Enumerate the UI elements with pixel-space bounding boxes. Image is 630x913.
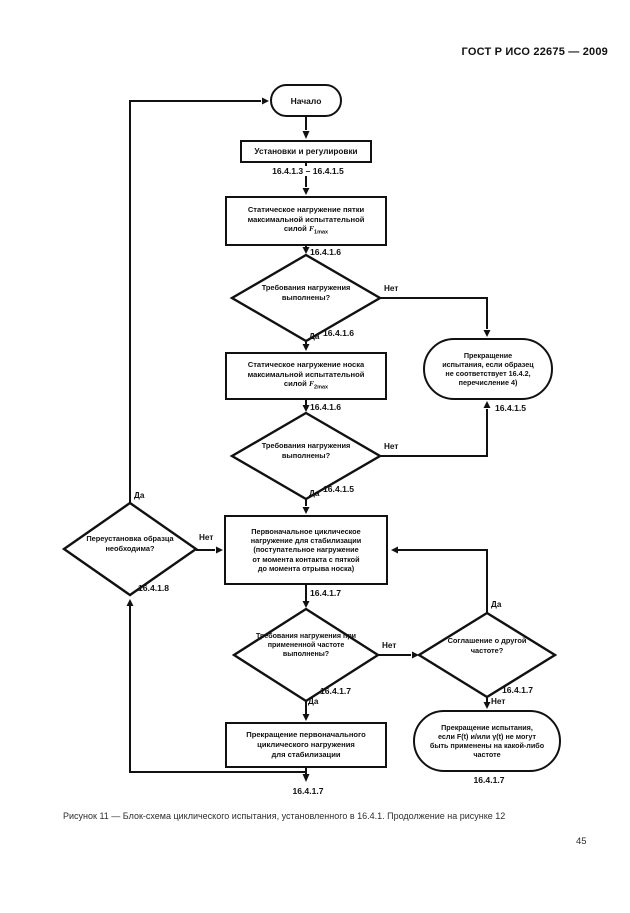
heel-static-box: Статическое нагружение пятки максимально… xyxy=(225,196,387,246)
page-number: 45 xyxy=(576,836,587,847)
force-subscript: 2max xyxy=(314,384,329,391)
decision-toe-no-label: Нет xyxy=(384,442,399,451)
heel-static-line1: Статическое нагружение пятки xyxy=(247,205,365,214)
decision-heel-yes-label: Да xyxy=(309,332,320,341)
abort-frequency-terminator: Прекращение испытания, если F(t) и/или γ… xyxy=(413,710,561,772)
toe-static-line1: Статическое нагружение носка xyxy=(247,360,365,369)
force-subscript: 1max xyxy=(314,229,329,236)
toe-static-line3: силой xyxy=(283,379,309,389)
ref-setup: 16.4.1.3 – 16.4.1.5 xyxy=(243,166,373,176)
decision-heel-diamond xyxy=(229,253,383,343)
decision-heel-no-label: Нет xyxy=(384,284,399,293)
decision-toe-diamond xyxy=(229,411,383,501)
cyclic-loading-box: Первоначальное циклическое нагружение дл… xyxy=(224,515,388,585)
stop-cyclic-box: Прекращение первоначального циклического… xyxy=(225,722,387,768)
ref-abort-specimen: 16.4.1.5 xyxy=(495,403,527,413)
decision-reinstall-yes-label: Да xyxy=(134,491,145,500)
ref-decision-agreement: 16.4.1.7 xyxy=(502,685,534,695)
figure-caption: Рисунок 11 — Блок-схема циклического исп… xyxy=(63,811,506,821)
decision-reinstall-text: Переустановка образца необходима? xyxy=(86,534,174,553)
heel-static-line3: силой xyxy=(283,224,309,234)
ref-reinstall: 16.4.1.8 xyxy=(138,583,170,593)
toe-static-line2: максимальной испытательной xyxy=(247,369,365,379)
ref-heel-static: 16.4.1.6 xyxy=(310,247,342,257)
setup-label: Установки и регулировки xyxy=(254,147,358,156)
ref-stop-cyclic: 16.4.1.7 xyxy=(261,786,355,796)
decision-reinstall-diamond xyxy=(61,501,199,597)
force-symbol: F xyxy=(308,379,315,389)
decision-agreement-diamond xyxy=(416,611,558,699)
toe-static-box: Статическое нагружение носка максимально… xyxy=(225,352,387,400)
decision-frequency-no-label: Нет xyxy=(382,641,397,650)
ref-decision-frequency: 16.4.1.7 xyxy=(320,686,352,696)
decision-frequency-yes-label: Да xyxy=(308,697,319,706)
standard-number: ГОСТ Р ИСО 22675 — 2009 xyxy=(461,46,608,58)
force-symbol: F xyxy=(308,224,315,234)
start-node: Начало xyxy=(270,84,342,117)
abort-specimen-terminator: Прекращение испытания, если образец не с… xyxy=(423,338,553,400)
heel-static-line2: максимальной испытательной xyxy=(247,214,365,224)
decision-heel-text: Требования нагружения выполнены? xyxy=(261,283,351,302)
decision-toe-yes-label: Да xyxy=(309,489,320,498)
ref-decision-heel: 16.4.1.6 xyxy=(323,328,355,338)
decision-agreement-yes-label: Да xyxy=(491,600,502,609)
start-label: Начало xyxy=(290,95,322,106)
ref-cyclic: 16.4.1.7 xyxy=(310,588,342,598)
setup-box: Установки и регулировки xyxy=(240,140,372,163)
decision-agreement-text: Соглашение о другой частоте? xyxy=(447,636,527,655)
decision-agreement-no-label: Нет xyxy=(491,697,506,706)
decision-reinstall-no-label: Нет xyxy=(199,533,214,542)
ref-toe-static: 16.4.1.6 xyxy=(310,402,342,412)
decision-toe-text: Требования нагружения выполнены? xyxy=(261,441,351,460)
ref-decision-toe: 16.4.1.5 xyxy=(323,484,355,494)
decision-frequency-diamond xyxy=(231,607,381,703)
ref-abort-frequency: 16.4.1.7 xyxy=(442,775,536,785)
decision-frequency-text: Требования нагружения при примененной ча… xyxy=(255,632,357,658)
